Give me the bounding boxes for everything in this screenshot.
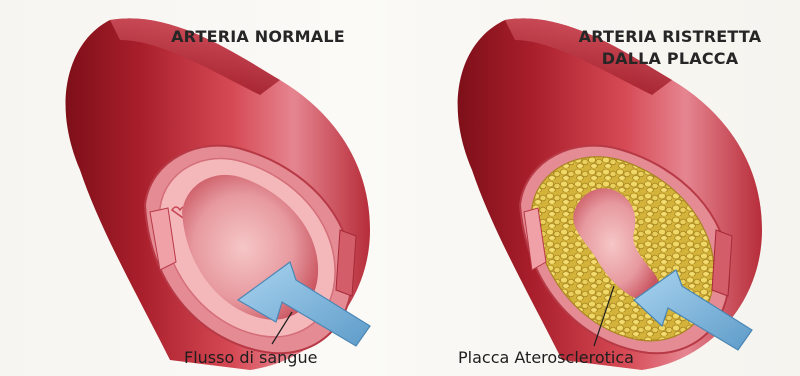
normal-artery-title-line-1: ARTERIA NORMALE bbox=[138, 26, 378, 48]
blood-flow-caption: Flusso di sangue bbox=[184, 348, 317, 367]
narrowed-artery-cut-edge-right bbox=[712, 230, 732, 296]
plaque-caption: Placca Aterosclerotica bbox=[458, 348, 634, 367]
normal-artery-cut-edge-right bbox=[336, 230, 356, 296]
narrowed-artery-title: ARTERIA RISTRETTA DALLA PLACCA bbox=[560, 26, 780, 70]
narrowed-artery bbox=[458, 18, 762, 370]
narrowed-artery-title-line-1: ARTERIA RISTRETTA bbox=[560, 26, 780, 48]
narrowed-artery-title-line-2: DALLA PLACCA bbox=[560, 48, 780, 70]
normal-artery-title: ARTERIA NORMALE bbox=[138, 26, 378, 48]
normal-artery bbox=[66, 18, 370, 370]
